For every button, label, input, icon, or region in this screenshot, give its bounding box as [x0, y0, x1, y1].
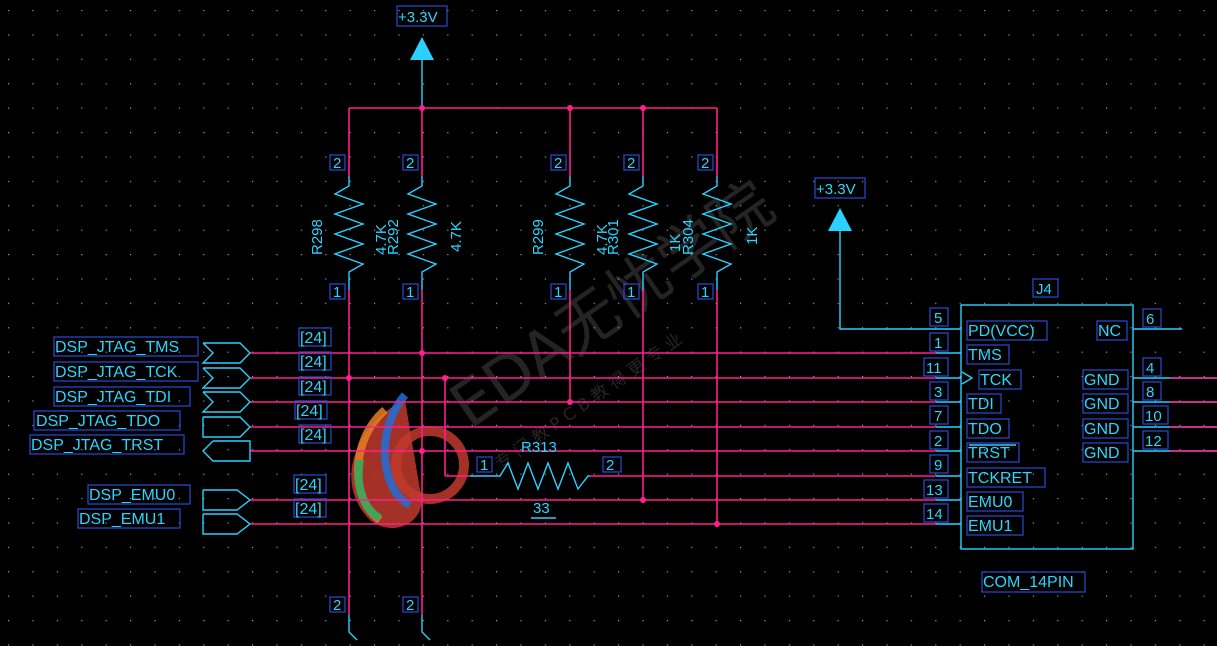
- port-dsp-emu0[interactable]: DSP_EMU0 [24]: [87, 474, 327, 511]
- port-dsp-jtag-tdi[interactable]: DSP_JTAG_TDI [24]: [53, 376, 332, 413]
- schematic-label: TCKRET: [968, 470, 1032, 487]
- schematic-label: EMU1: [968, 518, 1013, 535]
- resistor-r301[interactable]: 2 R301 1K 1: [605, 108, 684, 301]
- resistor-ref-r313: R313: [521, 439, 557, 456]
- resistor-ref-r301: R301: [605, 219, 622, 255]
- schematic-label: 1: [934, 335, 942, 352]
- schematic-label: 2: [333, 597, 341, 614]
- schematic-label: 2: [406, 155, 414, 172]
- schematic-label: 6: [1146, 311, 1154, 328]
- schematic-label: GND: [1084, 396, 1120, 413]
- schematic-label: 7: [934, 408, 942, 425]
- schematic-label: TDI: [968, 396, 994, 413]
- schematic-label: GND: [1084, 372, 1120, 389]
- resistor-ref-r292: R292: [385, 219, 402, 255]
- resistor-value-r298: 4.7K: [373, 224, 390, 255]
- schematic-label: DSP_EMU0: [89, 487, 175, 504]
- watermark-logo: [351, 392, 469, 529]
- schematic-label: GND: [1084, 445, 1120, 462]
- power-arrow-right-icon: [828, 208, 852, 231]
- resistor-r298[interactable]: 2 R298 4.7K 1: [309, 108, 390, 301]
- schematic-label: 11: [926, 360, 942, 377]
- schematic-label: 1: [333, 284, 341, 301]
- port-dsp-jtag-trst[interactable]: DSP_JTAG_TRST [24]: [29, 424, 332, 462]
- bottom-pin-right: 2: [402, 596, 431, 641]
- schematic-label: 2: [333, 155, 341, 172]
- clock-pin-icon: [961, 371, 974, 385]
- port-dsp-jtag-tdo[interactable]: DSP_JTAG_TDO [24]: [33, 400, 328, 438]
- schematic-label: [24]: [296, 403, 323, 420]
- schematic-label: 10: [1145, 408, 1162, 425]
- power-label-right: +3.3V: [816, 181, 856, 198]
- schematic-label: [24]: [300, 330, 327, 347]
- bottom-pin-left: 2: [329, 596, 358, 641]
- schematic-label: [24]: [300, 379, 327, 396]
- schematic-label: GND: [1084, 421, 1120, 438]
- schematic-label: 1: [627, 284, 635, 301]
- schematic-label: NC: [1098, 323, 1121, 340]
- resistor-r304[interactable]: 2 R304 1K 1: [680, 108, 761, 301]
- schematic-label: 5: [934, 310, 942, 327]
- connector-part: COM_14PIN: [983, 574, 1074, 591]
- schematic-label: DSP_JTAG_TDI: [55, 389, 171, 406]
- schematic-label: DSP_JTAG_TDO: [36, 413, 160, 430]
- schematic-label: 13: [926, 482, 943, 499]
- resistor-ref-r304: R304: [680, 219, 697, 255]
- resistor-ref-r298: R298: [309, 219, 326, 255]
- schematic-label: DSP_JTAG_TRST: [31, 437, 163, 454]
- resistor-r292[interactable]: 2 R292 4.7K 1: [385, 108, 465, 301]
- schematic-label: TCK: [980, 372, 1012, 389]
- power-arrow-top-icon: [410, 37, 434, 60]
- schematic-label: TMS: [968, 347, 1002, 364]
- power-symbol-right[interactable]: +3.3V: [814, 177, 936, 330]
- schematic-label: DSP_EMU1: [79, 511, 165, 528]
- schematic-label: 1: [554, 284, 562, 301]
- schematic-label: 2: [627, 155, 635, 172]
- resistor-ref-r299: R299: [530, 219, 547, 255]
- connector-ref: J4: [1036, 281, 1052, 298]
- port-dsp-emu1[interactable]: DSP_EMU1 [24]: [77, 498, 327, 535]
- schematic-label: 1: [406, 284, 414, 301]
- schematic-label: DSP_JTAG_TCK: [55, 364, 178, 381]
- schematic-label: 8: [1146, 384, 1154, 401]
- schematic-label: 12: [1145, 433, 1162, 450]
- schematic-label: [24]: [300, 427, 327, 444]
- schematic-label: 1: [701, 284, 709, 301]
- power-symbol-top[interactable]: +3.3V: [396, 5, 448, 108]
- schematic-label: [24]: [300, 354, 327, 371]
- schematic-label: TRST: [968, 445, 1010, 462]
- schematic-label: 2: [934, 433, 942, 450]
- port-dsp-jtag-tck[interactable]: DSP_JTAG_TCK [24]: [53, 351, 332, 389]
- schematic-label: [24]: [295, 477, 322, 494]
- schematic-label: 2: [406, 597, 414, 614]
- resistor-value-r292: 4.7K: [448, 221, 465, 252]
- schematic-label: PD(VCC): [968, 323, 1035, 340]
- schematic-label: 3: [934, 384, 942, 401]
- schematic-label: 1: [480, 457, 488, 474]
- schematic-label: DSP_JTAG_TMS: [55, 339, 179, 356]
- connector-j4[interactable]: J4 COM_14PIN 5 1 11 3 7 2 9 13 14 PD(VCC…: [923, 278, 1217, 593]
- resistor-r299[interactable]: 2 R299 4.7K 1: [530, 108, 611, 301]
- port-dsp-jtag-tms[interactable]: DSP_JTAG_TMS [24]: [53, 327, 332, 364]
- schematic-label: 4: [1146, 360, 1154, 377]
- schematic-label: 14: [926, 506, 943, 523]
- schematic-label: 2: [701, 155, 709, 172]
- schematic-label: 2: [554, 155, 562, 172]
- resistor-value-r304: 1K: [744, 227, 761, 245]
- schematic-label: [24]: [295, 501, 322, 518]
- resistor-value-r299: 4.7K: [594, 224, 611, 255]
- resistor-r313[interactable]: 1 R313 2 33: [470, 439, 622, 519]
- schematic-label: 2: [606, 457, 614, 474]
- power-label-top: +3.3V: [398, 9, 438, 26]
- schematic-label: EMU0: [968, 494, 1013, 511]
- resistor-value-r301: 1K: [667, 234, 684, 252]
- resistor-value-r313: 33: [533, 500, 550, 517]
- schematic-label: 9: [934, 457, 942, 474]
- schematic-label: TDO: [968, 421, 1002, 438]
